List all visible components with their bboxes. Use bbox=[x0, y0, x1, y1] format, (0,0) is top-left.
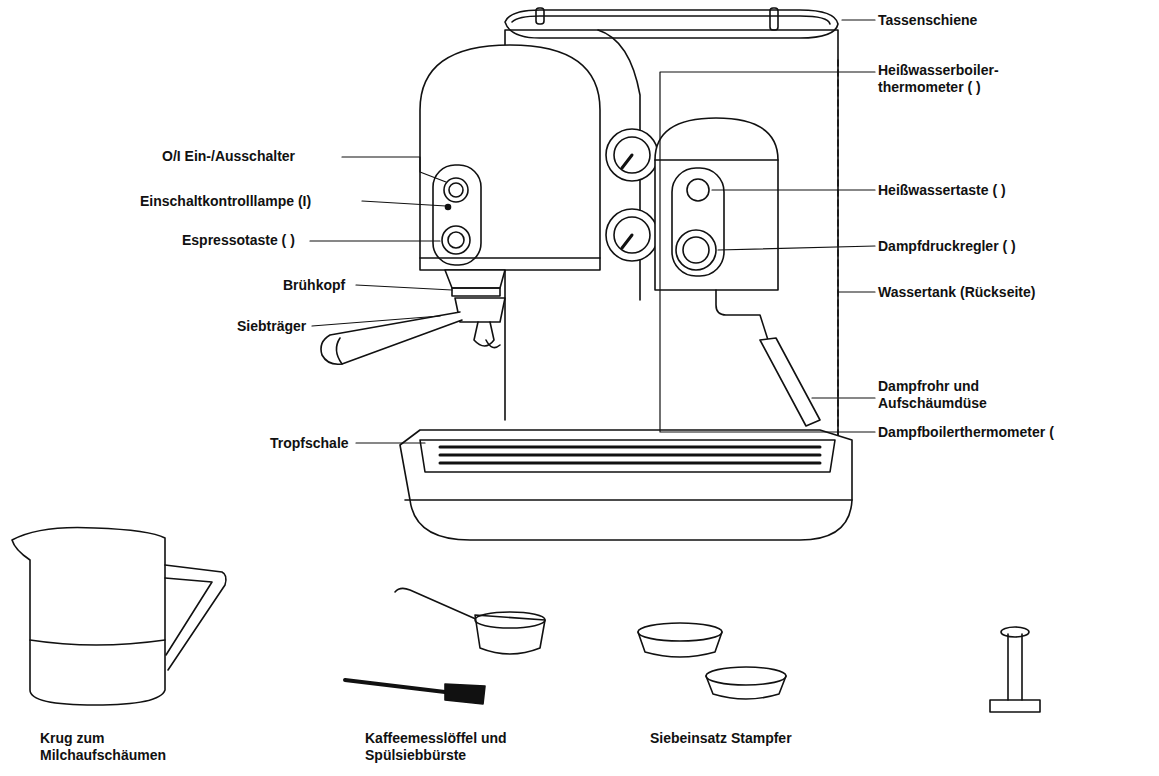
portafilter-basket bbox=[455, 298, 505, 322]
gauge-needle bbox=[622, 155, 632, 168]
hot-water-button bbox=[687, 179, 709, 201]
part-label: Tassenschiene bbox=[878, 12, 977, 29]
leader-lines bbox=[310, 20, 875, 443]
cup-rail-inner bbox=[512, 16, 830, 24]
steam-dome bbox=[655, 118, 778, 290]
part-label: Siebeinsatz Stampfer bbox=[650, 730, 792, 747]
part-label: Wassertank (Rückseite) bbox=[878, 284, 1035, 301]
pitcher-handle bbox=[165, 565, 226, 670]
tamper-handle bbox=[1008, 634, 1022, 700]
portafilter-spout bbox=[474, 322, 500, 348]
gauge-face bbox=[614, 217, 650, 253]
part-label: Krug zum Milchaufschäumen bbox=[40, 730, 180, 764]
filter-basket-body bbox=[706, 676, 786, 699]
part-label: Dampfdruckregler ( ) bbox=[878, 238, 1016, 255]
base-line bbox=[405, 499, 852, 501]
tamper-top bbox=[1001, 627, 1029, 637]
part-label: Heißwassertaste ( ) bbox=[878, 182, 1006, 199]
spoon-rim bbox=[475, 612, 545, 628]
base bbox=[400, 430, 852, 540]
pitcher-line bbox=[30, 640, 165, 645]
drip-grill bbox=[440, 447, 820, 463]
rail-post bbox=[536, 8, 544, 24]
filter-basket bbox=[638, 623, 722, 641]
filter-basket bbox=[706, 667, 786, 685]
part-label: Tropfschale bbox=[270, 435, 349, 452]
rail-post bbox=[770, 8, 778, 30]
drip-tray bbox=[420, 440, 835, 472]
espresso-button-inner bbox=[448, 232, 464, 248]
steam-wand bbox=[716, 290, 768, 340]
brew-head-ring bbox=[452, 288, 500, 296]
gauge-face bbox=[614, 137, 650, 173]
froth-nozzle bbox=[760, 338, 820, 426]
part-label: Brühkopf bbox=[283, 277, 345, 294]
part-label: Kaffeemesslöffel und Spülsiebbürste bbox=[365, 730, 555, 764]
part-label: Siebträger bbox=[237, 318, 306, 335]
part-label: Dampfboilerthermometer ( bbox=[878, 424, 1054, 441]
power-switch-inner bbox=[449, 183, 463, 197]
milk-pitcher bbox=[12, 528, 165, 706]
steam-knob bbox=[676, 230, 716, 270]
tamper-base bbox=[990, 700, 1040, 712]
gauge-needle bbox=[622, 235, 632, 248]
part-label: Heißwasserboiler- thermometer ( ) bbox=[878, 62, 1028, 96]
part-label: Espressotaste ( ) bbox=[182, 232, 295, 249]
dome-seam bbox=[420, 257, 600, 259]
spoon-handle bbox=[395, 588, 478, 620]
hot-water-gauge bbox=[606, 129, 658, 181]
brush-handle bbox=[345, 680, 445, 692]
steam-knob-inner bbox=[683, 237, 709, 263]
dome-seam bbox=[655, 159, 778, 161]
brew-head bbox=[445, 270, 505, 288]
power-lamp bbox=[446, 205, 451, 210]
steam-gauge bbox=[606, 209, 658, 261]
espresso-button bbox=[442, 226, 470, 254]
cup-rail bbox=[505, 10, 838, 38]
power-switch bbox=[444, 178, 468, 202]
water-tank-outline bbox=[837, 60, 839, 440]
part-label: O/I Ein-/Ausschalter bbox=[162, 148, 295, 165]
filter-basket-body bbox=[638, 632, 722, 657]
brush-head bbox=[445, 684, 485, 704]
part-label: Einschaltkontrolllampe (I) bbox=[140, 193, 311, 210]
brew-dome bbox=[420, 45, 600, 270]
coffee-spoon bbox=[475, 615, 545, 654]
handle-end bbox=[336, 338, 342, 364]
part-label: Dampfrohr und Aufschäumdüse bbox=[878, 378, 1008, 412]
steam-panel bbox=[672, 168, 724, 276]
